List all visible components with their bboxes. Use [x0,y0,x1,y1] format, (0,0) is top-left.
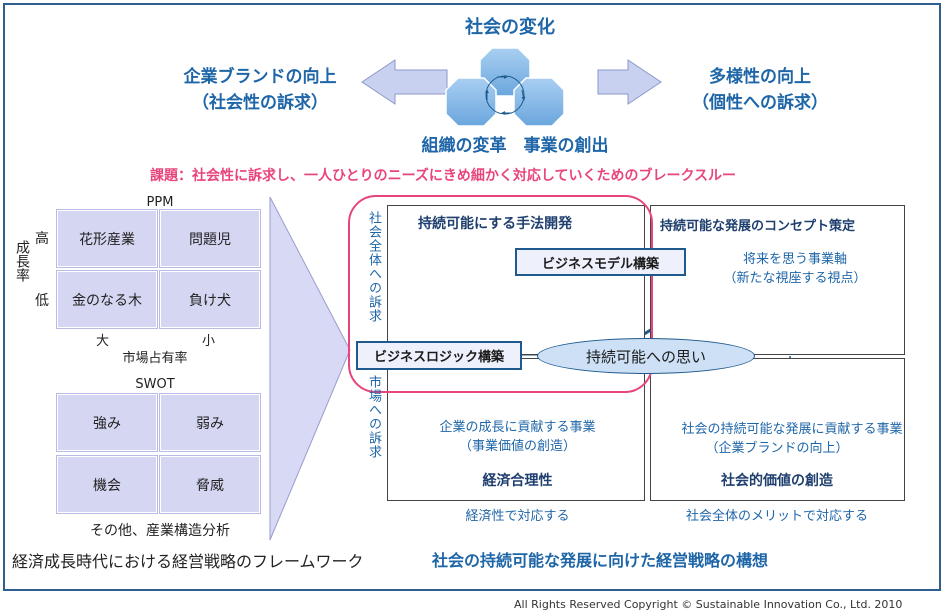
ppm-cell-dog: 負け犬 [159,270,261,329]
ppm-title: PPM [146,195,174,210]
diversity-label: 多様性の向上 [709,67,811,87]
octagon-left [445,77,497,127]
q-br-line2: （企業ブランドの向上） [705,441,849,456]
ppm-cell-cashcow: 金のなる木 [56,270,158,329]
org-change-label: 組織の変革 事業の創出 [421,136,609,156]
ppm-cell-question: 問題児 [159,209,261,268]
brand-improve-sub: （社会性の訴求） [192,93,328,113]
q-br-line1: 社会の持続可能な発展に貢献する事業 [681,422,903,437]
diversity-sub: （個性への訴求） [692,93,828,113]
below-left-label: 経済性で対応する [465,509,570,524]
ppm-small-label: 小 [202,334,216,349]
sustain-thought-ellipse: 持続可能への思い [537,338,755,374]
ppm-large-label: 大 [96,334,110,349]
q-tl-title: 持続可能にする手法開発 [418,216,573,232]
copyright-text: All Rights Reserved Copyright © Sustaina… [514,598,903,611]
challenge-text: 課題：社会性に訴求し、一人ひとりのニーズにきめ細かく対応していくためのブレークス… [150,168,737,184]
left-caption: 経済成長時代における経営戦略のフレームワーク [12,552,364,571]
funnel-triangle [269,196,351,541]
future-axis-sub: （新たな視座する視点） [723,271,867,286]
market-appeal-label: 市場への訴求 [366,375,381,459]
q-br-title: 社会的価値の創造 [721,473,833,489]
swot-title: SWOT [135,377,175,392]
swot-cell-opportunity: 機会 [56,455,158,514]
market-share-label: 市場占有率 [122,351,188,366]
octagon-right [513,77,565,127]
business-model-box: ビジネスモデル構築 [515,248,686,276]
future-axis-label: 将来を思う事業軸 [742,252,847,267]
highlight-frame [348,195,653,393]
quad-top-right [650,205,905,355]
q-bl-line2: （事業価値の創造） [458,439,576,454]
quad-bottom-left [387,358,645,501]
other-analysis-label: その他、産業構造分析 [90,523,230,539]
below-right-label: 社会全体のメリットで対応する [685,509,868,524]
swot-cell-weakness: 弱み [159,393,261,452]
left-arrow-icon [361,59,448,105]
ppm-high-label: 高 [35,231,49,247]
ppm-cell-star: 花形産業 [56,209,158,268]
swot-cell-threat: 脅威 [159,455,261,514]
right-caption: 社会の持続可能な発展に向けた経営戦略の構想 [432,551,769,570]
q-tr-title: 持続可能な発展のコンセプト策定 [660,219,856,234]
quad-bottom-right [650,358,905,501]
business-logic-box: ビジネスロジック構築 [356,341,522,370]
society-appeal-label: 社会全体への訴求 [366,211,381,323]
swot-cell-strength: 強み [56,393,158,452]
right-arrow-icon [597,59,662,105]
brand-improve-label: 企業ブランドの向上 [183,67,337,87]
q-bl-line1: 企業の成長に貢献する事業 [439,420,596,435]
growth-rate-label: 成長率 [14,240,30,282]
q-bl-title: 経済合理性 [482,473,553,489]
society-change-label: 社会の変化 [465,17,555,38]
ppm-low-label: 低 [35,293,49,309]
